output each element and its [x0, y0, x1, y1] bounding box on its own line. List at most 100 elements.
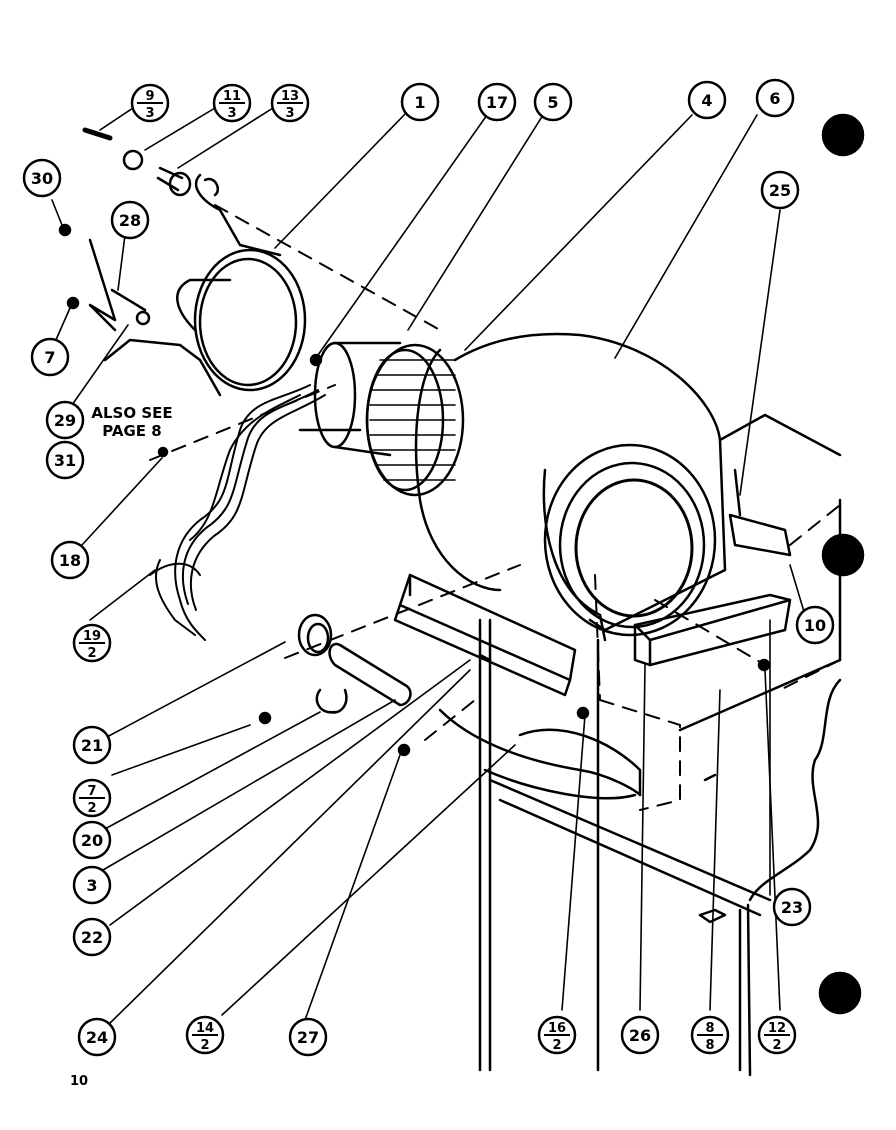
callout-number: 10 — [804, 616, 826, 635]
callout-circle — [77, 1017, 117, 1057]
callout-circle — [477, 82, 517, 122]
callout-number: 20 — [81, 831, 103, 850]
callout-7-2: 72 — [72, 778, 112, 818]
mounting-bracket-right — [633, 513, 792, 667]
callout-circle — [72, 865, 112, 905]
callout-number: 25 — [769, 181, 791, 200]
binder-hole-bottom — [818, 971, 862, 1015]
alignment-lines — [149, 204, 841, 811]
callout-23: 23 — [772, 887, 812, 927]
callout-circle — [45, 440, 85, 480]
callout-number: 8 — [705, 1021, 714, 1036]
callout-21: 21 — [72, 725, 112, 765]
callout-29: 29 — [45, 400, 85, 440]
callout-20: 20 — [72, 820, 112, 860]
callout-12-2: 122 — [757, 1015, 797, 1055]
callout-number: 6 — [769, 89, 780, 108]
callout-number: 24 — [86, 1028, 108, 1047]
callout-sub-number: 2 — [772, 1038, 781, 1053]
callout-17: 17 — [477, 82, 517, 122]
callout-1: 1 — [400, 82, 440, 122]
callout-number: 19 — [83, 629, 101, 644]
blower-housing — [414, 332, 727, 642]
callout-sub-number: 2 — [200, 1038, 209, 1053]
callout-number: 9 — [145, 89, 154, 104]
callout-3: 3 — [72, 865, 112, 905]
callout-circle — [288, 1017, 328, 1057]
capacitor-parts — [297, 613, 412, 714]
callout-number: 31 — [54, 451, 76, 470]
callout-circle — [50, 540, 90, 580]
callout-number: 22 — [81, 928, 103, 947]
mounting-bracket-left — [393, 573, 577, 697]
callout-7: 7 — [30, 337, 70, 377]
callout-circle — [755, 78, 795, 118]
callout-27: 27 — [288, 1017, 328, 1057]
callout-14-2: 142 — [185, 1015, 225, 1055]
callout-number: 4 — [701, 91, 712, 110]
callout-6: 6 — [755, 78, 795, 118]
callout-26: 26 — [620, 1015, 660, 1055]
callout-number: 30 — [31, 169, 53, 188]
callout-16-2: 162 — [537, 1015, 577, 1055]
callout-circle — [72, 917, 112, 957]
callout-circle — [30, 337, 70, 377]
callout-sub-number: 2 — [87, 646, 96, 661]
callout-28: 28 — [110, 200, 150, 240]
binder-hole-middle — [821, 533, 865, 577]
callout-sub-number: 3 — [227, 106, 236, 121]
callout-19-2: 192 — [72, 623, 112, 663]
motor — [298, 341, 402, 457]
callout-circle — [110, 200, 150, 240]
page-number: 10 — [70, 1074, 88, 1089]
callout-13-3: 133 — [270, 83, 310, 123]
callout-sub-number: 2 — [87, 801, 96, 816]
callout-circle — [795, 605, 835, 645]
callout-5: 5 — [533, 82, 573, 122]
callout-number: 18 — [59, 551, 81, 570]
callout-circle — [533, 82, 573, 122]
callout-number: 13 — [281, 89, 299, 104]
callout-22: 22 — [72, 917, 112, 957]
callout-number: 12 — [768, 1021, 786, 1036]
callout-24: 24 — [77, 1017, 117, 1057]
callout-11-3: 113 — [212, 83, 252, 123]
callout-circle — [772, 887, 812, 927]
callout-number: 17 — [486, 93, 508, 112]
cabinet-outline — [478, 413, 842, 1077]
callout-sub-number: 8 — [705, 1038, 714, 1053]
callout-9-3: 93 — [130, 83, 170, 123]
callout-30: 30 — [22, 158, 62, 198]
callout-number: 11 — [223, 89, 241, 104]
callout-number: 23 — [781, 898, 803, 917]
callout-number: 29 — [54, 411, 76, 430]
callout-number: 7 — [87, 784, 96, 799]
callout-number: 14 — [196, 1021, 214, 1036]
callout-circle — [72, 820, 112, 860]
callout-circle — [760, 170, 800, 210]
callout-25: 25 — [760, 170, 800, 210]
callout-sub-number: 3 — [145, 106, 154, 121]
note-line-2: PAGE 8 — [102, 422, 161, 440]
callout-sub-number: 3 — [285, 106, 294, 121]
callout-number: 16 — [548, 1021, 566, 1036]
callout-10: 10 — [795, 605, 835, 645]
wire-harness — [149, 384, 326, 641]
binder-hole-top — [821, 113, 865, 157]
callout-8-8: 88 — [690, 1015, 730, 1055]
callout-number: 3 — [86, 876, 97, 895]
callout-number: 26 — [629, 1026, 651, 1045]
callout-circle — [72, 725, 112, 765]
callout-circle — [620, 1015, 660, 1055]
callout-number: 28 — [119, 211, 141, 230]
callout-4: 4 — [687, 80, 727, 120]
callout-31: 31 — [45, 440, 85, 480]
air-deflector — [438, 708, 642, 800]
note-line-1: ALSO SEE — [91, 404, 172, 422]
callout-number: 27 — [297, 1028, 319, 1047]
motor-mount-band — [103, 173, 307, 397]
callout-circle — [45, 400, 85, 440]
